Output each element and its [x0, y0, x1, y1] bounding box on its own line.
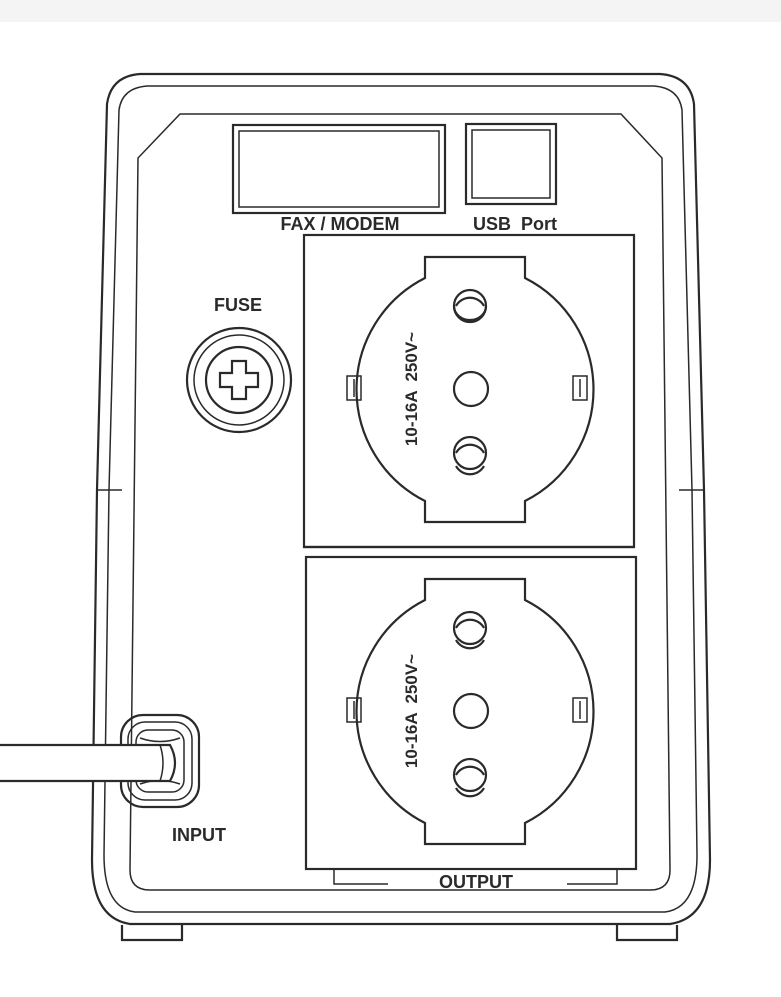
- output-label-frame: [333, 869, 618, 885]
- ups-feet: [120, 925, 679, 942]
- socket-1-rating: 10-16A 250V~: [402, 332, 421, 446]
- input-power-cord: [0, 713, 201, 809]
- usb-port-label: USB Port: [473, 214, 557, 234]
- fax-modem-port: [231, 123, 447, 215]
- usb-port: [464, 122, 558, 206]
- fuse-holder: [185, 326, 293, 434]
- input-label: INPUT: [172, 825, 226, 845]
- output-socket-1: [302, 233, 636, 549]
- fax-modem-label: FAX / MODEM: [280, 214, 399, 234]
- fuse-label: FUSE: [214, 295, 262, 315]
- output-socket-2: [304, 555, 638, 871]
- screw-cross-icon: [218, 359, 260, 401]
- socket-2-rating: 10-16A 250V~: [402, 654, 421, 768]
- ups-housing: [90, 72, 712, 926]
- output-label: OUTPUT: [439, 872, 513, 892]
- top-band: [0, 0, 781, 22]
